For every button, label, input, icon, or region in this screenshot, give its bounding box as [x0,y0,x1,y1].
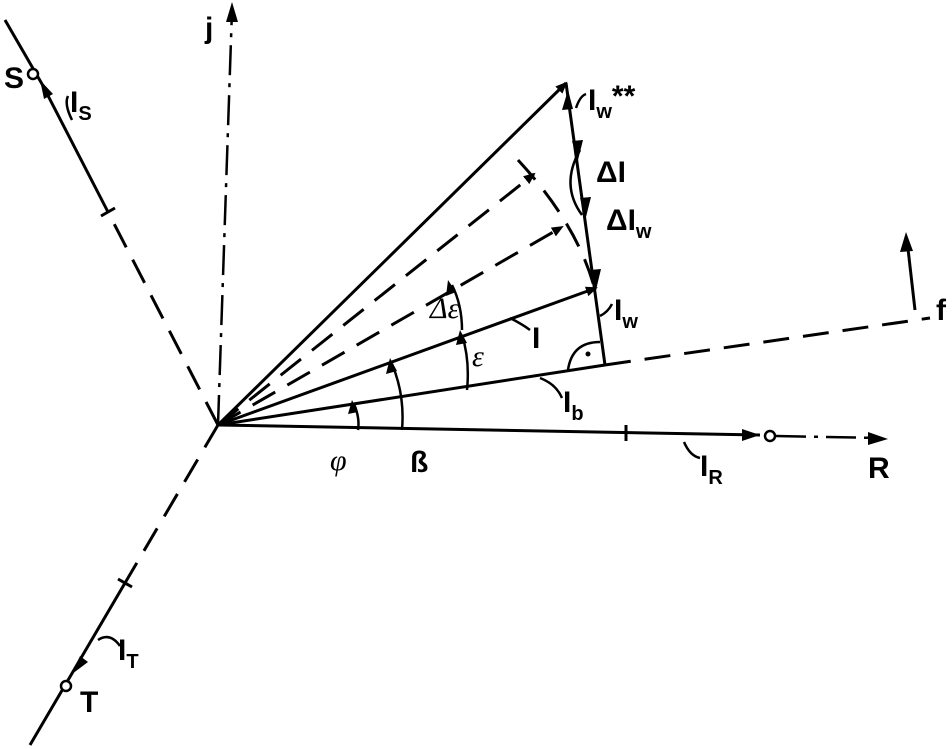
t-label: T [80,686,98,719]
r-phase-axis [217,423,888,445]
ir-leader [682,441,701,460]
ib-label: Ib [563,386,584,425]
s-phase-axis [3,19,220,426]
i-label: I [532,322,540,355]
iw-label: Iw [614,294,638,333]
phi-label: φ [330,444,347,477]
j-axis-label: j [204,12,213,45]
it-label: IT [118,634,139,673]
intermediate-vector-2 [217,225,564,427]
intermediate-vector-1 [217,172,536,427]
delta-i-label: ΔI [596,156,626,189]
iw-star-vector [216,81,568,427]
iw-component [562,82,607,366]
beta-angle-arc [386,358,404,431]
is-leader [65,95,74,121]
magnitude-arc [516,158,597,291]
epsilon-angle-arc [456,330,470,391]
delta-i-brace [569,149,584,216]
delta-iw-label: ΔIw [606,204,652,243]
delta-epsilon-label: Δε [429,292,460,325]
i-vector [217,286,598,427]
s-label: S [4,62,24,95]
i-leader [509,316,531,332]
phi-angle-arc [348,400,360,431]
ir-label: IR [700,450,723,489]
f-label: f [936,294,947,327]
iw-star-label: Iw** [588,80,636,123]
r-label: R [868,452,890,485]
iw-star-leader [574,92,587,109]
t-phase-axis [28,424,220,746]
ib-vector [217,363,606,427]
beta-label: ß [410,446,428,479]
delta-epsilon-angle-arc [446,280,464,331]
f-line [604,232,931,367]
right-angle-mark [566,340,601,371]
iw-leader [599,303,614,318]
j-axis [216,2,238,426]
epsilon-label: ε [472,340,484,373]
it-leader [97,635,122,647]
is-label: IS [70,86,92,125]
ib-leader [539,376,564,399]
